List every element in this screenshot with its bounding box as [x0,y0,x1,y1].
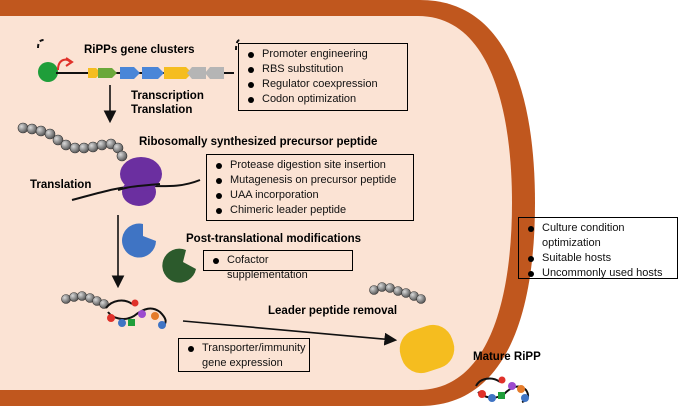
gene-blue-1 [120,67,140,79]
rna-polymerase-icon [38,62,58,82]
label-transcription: Transcription [131,90,204,102]
precursor-chain [17,122,128,162]
transport-item: Transporter/immunity gene expression [183,341,306,371]
label-mature-ripp: Mature RiPP [473,351,541,363]
host-engineering-item: Culture condition optimization [523,221,673,251]
box-transport: Transporter/immunity gene expression [178,338,310,372]
precursor-engineering-item: Mutagenesis on precursor peptide [211,173,409,188]
label-leader-removal: Leader peptide removal [268,305,398,317]
precursor-engineering-item: UAA incorporation [211,188,409,203]
cell-interior [0,16,512,390]
gene-blue-2 [142,67,164,79]
gene-engineering-item: Promoter engineering [243,47,403,62]
ptm-enzyme-blue [122,223,156,258]
label-precursor: Ribosomally synthesized precursor peptid… [139,136,378,148]
gene-engineering-item: Codon optimization [243,92,403,107]
label-ptm: Post-translational modifications [186,233,362,245]
ptm-engineering-item: Cofactor supplementation [208,253,348,283]
gene-grey-1 [187,67,206,79]
gene-cluster [37,39,241,82]
transporter [399,324,455,374]
host-engineering-item: Uncommonly used hosts [523,266,673,281]
precursor-engineering-item: Chimeric leader peptide [211,203,409,218]
mature-ripp [475,376,530,403]
gene-green [98,68,117,78]
gene-yellow-small [88,68,101,78]
gene-engineering-item: Regulator coexpression [243,77,403,92]
gene-grey-2 [205,67,224,79]
label-gene-clusters: RiPPs gene clusters [84,44,195,56]
box-host-engineering: Culture condition optimization Suitable … [518,217,678,279]
label-translation-left: Translation [30,179,92,191]
gene-engineering-item: RBS substitution [243,62,403,77]
modified-peptide [61,291,167,329]
box-ptm-engineering: Cofactor supplementation [203,250,353,281]
gene-yellow-large [164,67,192,79]
host-engineering-item: Suitable hosts [523,251,673,266]
arrow-leader-removal [182,320,398,346]
label-translation-top: Translation [131,104,193,116]
ribosome-large-subunit [120,157,162,191]
leader-peptide-removed [369,282,426,304]
box-gene-engineering: Promoter engineering RBS substitution Re… [238,43,408,111]
ptm-enzyme-green [162,248,196,283]
precursor-engineering-item: Protease digestion site insertion [211,158,409,173]
box-precursor-engineering: Protease digestion site insertion Mutage… [206,154,414,221]
